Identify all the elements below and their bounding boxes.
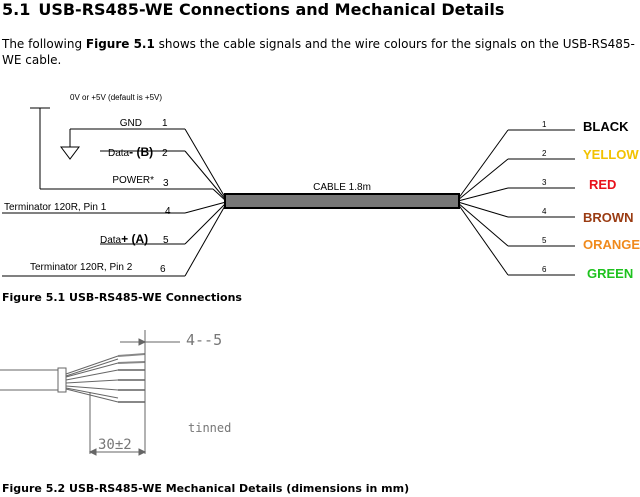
right-pin-3: 3	[542, 178, 547, 187]
figure-1-caption: Figure 5.1 USB-RS485-WE Connections	[2, 291, 242, 304]
colour-label-yellow: YELLOW	[583, 147, 639, 162]
left-pin-4: 4	[165, 206, 171, 217]
section-heading: 5.1 USB-RS485-WE Connections and Mechanic…	[2, 0, 504, 19]
left-label-term2: Terminator 120R, Pin 2	[30, 262, 133, 273]
right-pin-6: 6	[542, 265, 547, 274]
left-pin-5: 5	[163, 235, 169, 246]
left-label-data-minus: Data- (B)	[108, 145, 153, 159]
intro-paragraph: The following Figure 5.1 shows the cable…	[2, 36, 638, 68]
intro-text-before: The following	[2, 37, 86, 51]
figure-reference: Figure 5.1	[85, 37, 155, 51]
left-pin-3: 3	[163, 178, 169, 189]
left-label-term1: Terminator 120R, Pin 1	[4, 202, 107, 213]
figure-2-caption: Figure 5.2 USB-RS485-WE Mechanical Detai…	[2, 482, 410, 495]
cable-body	[224, 193, 460, 209]
section-number: 5.1	[2, 0, 31, 19]
tinned-note: tinned	[188, 421, 231, 435]
intro-text-after: shows the cable signals and the wire col…	[2, 37, 635, 67]
colour-label-brown: BROWN	[583, 210, 634, 225]
left-label-gnd: GND	[120, 118, 142, 129]
supply-note: 0V or +5V (default is +5V)	[70, 93, 162, 102]
mechanical-drawing: 4--5 tinned 30±2	[0, 330, 231, 456]
section-title: USB-RS485-WE Connections and Mechanical …	[38, 0, 505, 19]
colour-label-orange: ORANGE	[583, 237, 640, 252]
colour-label-red: RED	[589, 177, 616, 192]
right-pin-1: 1	[542, 120, 547, 129]
colour-label-green: GREEN	[587, 266, 633, 281]
ground-icon	[60, 146, 80, 160]
colour-label-black: BLACK	[583, 119, 629, 134]
left-pin-6: 6	[160, 264, 166, 275]
strip-length-label: 4--5	[186, 331, 222, 349]
connection-diagram: CABLE 1.8m 0V or +5V (default is +5V) GN…	[2, 93, 640, 281]
left-pin-2: 2	[162, 148, 168, 159]
cable-label: CABLE 1.8m	[313, 182, 371, 193]
left-label-power: POWER*	[112, 175, 154, 186]
left-label-data-plus: Data+ (A)	[100, 232, 148, 246]
left-pin-1: 1	[162, 118, 168, 129]
sheath-end	[57, 367, 67, 393]
right-pin-4: 4	[542, 207, 547, 216]
right-pin-5: 5	[542, 236, 547, 245]
sheath-length-label: 30±2	[98, 437, 132, 453]
right-pin-2: 2	[542, 149, 547, 158]
